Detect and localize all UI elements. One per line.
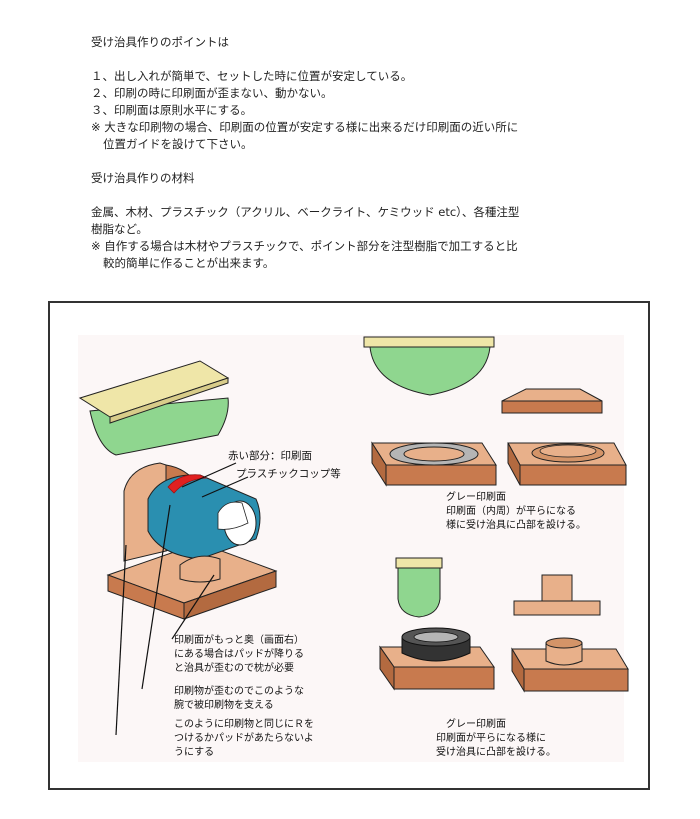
label-radius-line-1: このように印刷物と同じにＲを [174, 717, 314, 730]
label-gray-surface-2-line-2: 受け治具に凸部を設ける。 [436, 745, 556, 758]
long-pad-illustration [78, 360, 230, 456]
label-gray-surface-1-line-1: 印刷面（内周）が平らになる [446, 504, 576, 517]
label-plastic-cup: プラスチックコップ等 [236, 467, 341, 480]
heading-material: 受け治具作りの材料 [91, 171, 195, 185]
heading-points: 受け治具作りのポイントは [91, 35, 229, 49]
label-red-print-surface: 赤い部分：印刷面 [228, 449, 312, 462]
note-1-line-2: 位置ガイドを設けて下さい。 [103, 137, 253, 151]
pointer-lines [115, 462, 249, 736]
material-line-1: 金属、木材、プラスチック（アクリル、ベークライト、ケミウッド etc）、各種注型 [91, 205, 520, 219]
raised-plate-side-illustration [501, 388, 603, 414]
label-deeper-surface-line-1: 印刷面がもっと奥（画面右） [174, 633, 304, 646]
label-deeper-surface-line-3: と治具が歪むので枕が必要 [174, 661, 294, 674]
gray-ring-jig-illustration [371, 441, 497, 487]
boss-side-illustration [513, 574, 601, 616]
material-line-2: 樹脂など。 [91, 222, 148, 236]
label-support-arm-line-2: 腕で被印刷物を支える [174, 698, 274, 711]
point-1: １、出し入れが簡単で、セットした時に位置が安定している。 [91, 69, 413, 83]
dark-ring-jig-illustration [379, 627, 495, 691]
small-pad-illustration [395, 557, 443, 618]
jig-illustration: 赤い部分：印刷面 プラスチックコップ等 グレー印刷面 印刷面（内周）が平らになる… [78, 336, 629, 758]
label-gray-surface-2-title: グレー印刷面 [446, 717, 506, 730]
note-2-line-2: 較的簡単に作ることが出来ます。 [103, 256, 275, 270]
bowl-pad-illustration [363, 336, 495, 396]
note-1-line-1: ※ 大きな印刷物の場合、印刷面の位置が安定する様に出来るだけ印刷面の近い所に [91, 120, 519, 134]
label-radius-line-3: うにする [174, 746, 214, 758]
label-gray-surface-1-line-2: 様に受け治具に凸部を設ける。 [446, 518, 586, 531]
label-deeper-surface-line-2: にある場合はパッドが降りる [174, 647, 304, 660]
main-jig-illustration [106, 462, 278, 620]
point-2: ２、印刷の時に印刷面が歪まない、動かない。 [91, 86, 333, 100]
label-support-arm-line-1: 印刷物が歪むのでこのような [174, 684, 304, 697]
label-gray-surface-1-title: グレー印刷面 [446, 490, 506, 503]
raised-cylinder-jig-illustration [511, 637, 629, 693]
label-gray-surface-2-line-1: 印刷面が平らになる様に [436, 731, 546, 744]
instruction-text: 受け治具作りのポイントは １、出し入れが簡単で、セットした時に位置が安定している… [91, 34, 651, 272]
point-3: ３、印刷面は原則水平にする。 [91, 103, 253, 117]
note-2-line-1: ※ 自作する場合は木材やプラスチックで、ポイント部分を注型樹脂で加工すると比 [91, 239, 518, 253]
jig-figure-frame: 赤い部分：印刷面 プラスチックコップ等 グレー印刷面 印刷面（内周）が平らになる… [48, 301, 650, 790]
raised-disk-jig-illustration [507, 442, 627, 486]
label-radius-line-2: つけるかパッドがあたらないよ [174, 731, 314, 744]
